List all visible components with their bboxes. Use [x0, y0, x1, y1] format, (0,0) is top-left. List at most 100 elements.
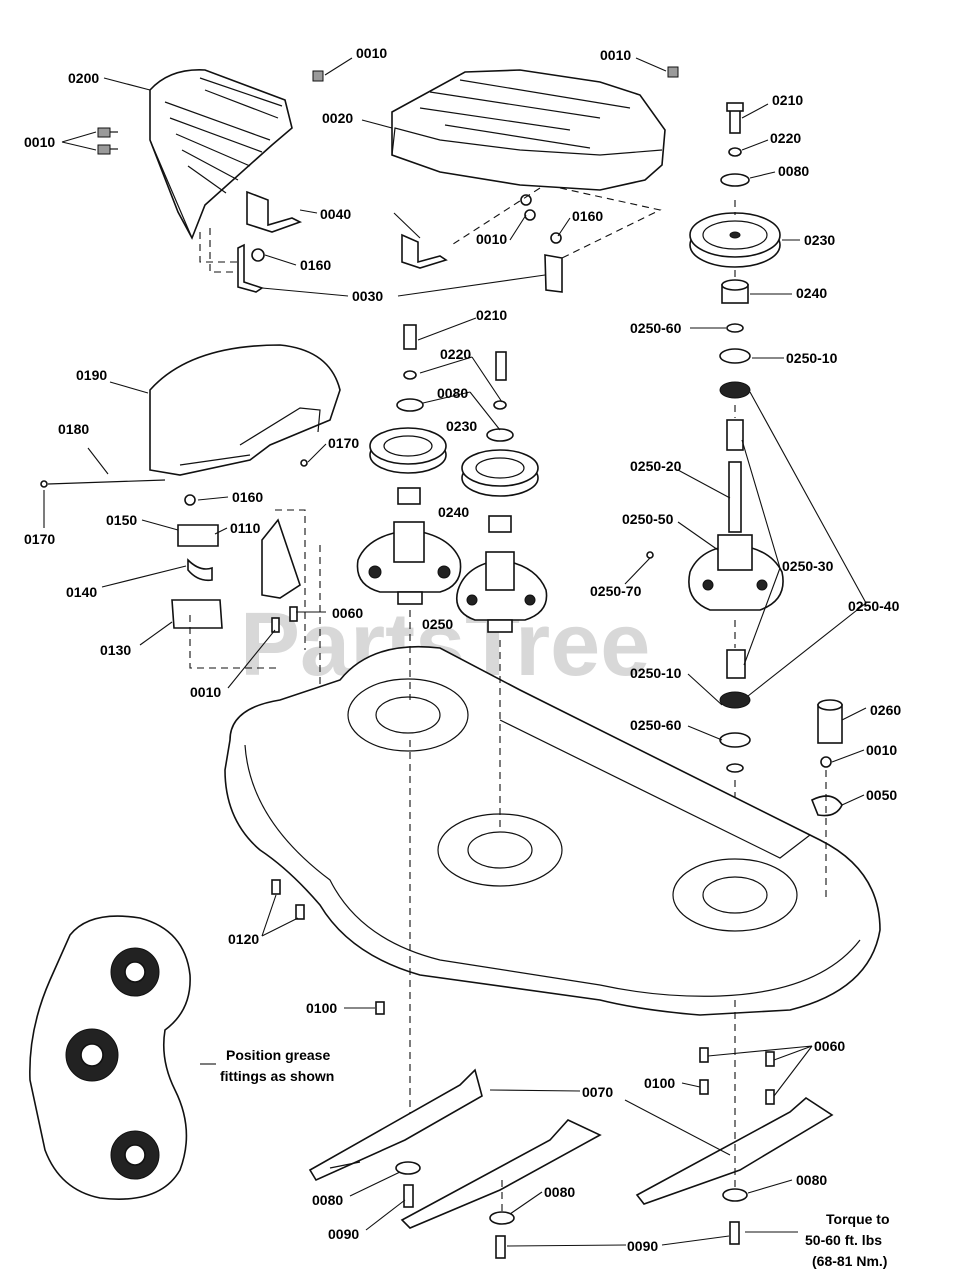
bearing-0250-40-upper	[719, 381, 751, 399]
label-0010-d: 0010	[476, 231, 507, 247]
bolt-0090-center	[495, 1235, 506, 1259]
guide-dash-center	[449, 187, 662, 259]
washer-0220-mid-b	[493, 400, 507, 410]
bracket-0030-b	[544, 254, 563, 293]
label-0140: 0140	[66, 584, 97, 600]
label-0080-e: 0080	[796, 1172, 827, 1188]
spindle-0250-mid-a	[356, 521, 462, 605]
label-0020: 0020	[322, 110, 353, 126]
guide-dash-blades	[501, 1000, 736, 1212]
spindle-0250-mid-b	[456, 551, 548, 633]
label-0010-f: 0010	[866, 742, 897, 758]
label-0250-a: 0250	[422, 616, 453, 632]
snap-ring-0250-60-lower	[726, 763, 744, 773]
screw-0010-left	[97, 127, 118, 155]
bracket-0040-a	[246, 190, 303, 233]
label-0170-b: 0170	[24, 531, 55, 547]
bolt-0210-mid-b	[495, 351, 507, 381]
label-0100-a: 0100	[306, 1000, 337, 1016]
label-0070: 0070	[582, 1084, 613, 1100]
bolt-0090-left	[403, 1184, 414, 1208]
label-0010-b: 0010	[356, 45, 387, 61]
grease-note: Position grease fittings as shown	[200, 1047, 334, 1084]
bolt-0210-mid-a	[403, 324, 417, 350]
idler-arm-0110	[261, 518, 301, 599]
label-0240-b: 0240	[438, 504, 469, 520]
guide-dash-left	[199, 228, 238, 273]
torque-note: Torque to 50-60 ft. lbs (68-81 Nm.)	[745, 1211, 890, 1269]
bolt-0010-left-low	[271, 617, 280, 633]
spacer-0250-30-lower	[726, 649, 746, 679]
belt-cover-left-0200	[149, 69, 293, 240]
label-0250-10-b: 0250-10	[630, 665, 682, 681]
screw-0010-right	[820, 756, 832, 768]
bolt-0120	[271, 879, 305, 920]
shaft-0250-20	[728, 461, 742, 533]
pulley-0230-right	[689, 212, 781, 268]
washer-0080-mid-a	[396, 398, 424, 412]
screw-0010-mid	[520, 194, 536, 221]
label-0250-20: 0250-20	[630, 458, 682, 474]
bolt-0100-right	[699, 1079, 709, 1095]
label-0120: 0120	[228, 931, 259, 947]
bolt-0060-left	[289, 606, 298, 622]
bracket-0130	[171, 599, 223, 629]
bearing-0250-40-lower	[719, 691, 751, 709]
bracket-0150	[177, 524, 219, 547]
bolt-0090-right	[729, 1221, 740, 1245]
label-0010-e: 0010	[190, 684, 221, 700]
washer-0080-blade-left	[395, 1161, 421, 1175]
label-0250-60-b: 0250-60	[630, 717, 682, 733]
label-0250-70: 0250-70	[590, 583, 642, 599]
seal-0250-10-lower	[719, 732, 751, 748]
belt-cover-right-0020	[391, 69, 666, 191]
label-0220-a: 0220	[770, 130, 801, 146]
blade-0070-center	[400, 1119, 602, 1229]
bracket-0040-b	[401, 233, 448, 269]
washer-0220-right	[728, 147, 742, 157]
snap-ring-0250-60-upper	[726, 323, 744, 333]
grease-fitting-0250-70	[646, 551, 654, 559]
bolt-0210-right	[726, 102, 744, 134]
pin-0170-right	[300, 459, 308, 467]
grease-fitting-0260	[817, 699, 843, 744]
label-0080-c: 0080	[312, 1192, 343, 1208]
nut-0160-c	[184, 494, 196, 506]
label-0160-a: 0160	[572, 208, 603, 224]
label-0060-a: 0060	[332, 605, 363, 621]
cover-0190	[149, 344, 341, 476]
rod-0180	[47, 479, 166, 485]
nut-0160-a	[251, 248, 265, 262]
bracket-0050	[810, 795, 843, 817]
leader-lines	[43, 57, 867, 1247]
label-0060-b: 0060	[814, 1038, 845, 1054]
part-labels: 0200 0010 0010 0010 0020 0040 0010 0160 …	[24, 45, 901, 1254]
torque-note-line1: Torque to	[826, 1211, 890, 1227]
label-0250-30: 0250-30	[782, 558, 834, 574]
label-0250-40: 0250-40	[848, 598, 900, 614]
deck-bottom-view-inset	[29, 915, 191, 1200]
label-0250-60-a: 0250-60	[630, 320, 682, 336]
label-0250-50: 0250-50	[622, 511, 674, 527]
label-0010-c: 0010	[600, 47, 631, 63]
label-0130: 0130	[100, 642, 131, 658]
grease-note-line1: Position grease	[226, 1047, 330, 1063]
label-0200: 0200	[68, 70, 99, 86]
label-0110: 0110	[230, 520, 261, 536]
label-0220-b: 0220	[440, 346, 471, 362]
pulley-0230-mid-a	[369, 427, 447, 474]
label-0160-b: 0160	[300, 257, 331, 273]
washer-0080-right	[720, 173, 750, 187]
torque-note-line2: 50-60 ft. lbs	[805, 1232, 882, 1248]
bolts-0060-right	[699, 1047, 775, 1105]
label-0180: 0180	[58, 421, 89, 437]
label-0010-a: 0010	[24, 134, 55, 150]
seal-0250-10-upper	[719, 348, 751, 364]
label-0030: 0030	[352, 288, 383, 304]
label-0100-b: 0100	[644, 1075, 675, 1091]
spacer-0240-right	[721, 279, 749, 304]
label-0210-b: 0210	[476, 307, 507, 323]
mower-deck-shell	[224, 645, 881, 1016]
washer-0080-blade-center	[489, 1211, 515, 1225]
label-0230-b: 0230	[446, 418, 477, 434]
